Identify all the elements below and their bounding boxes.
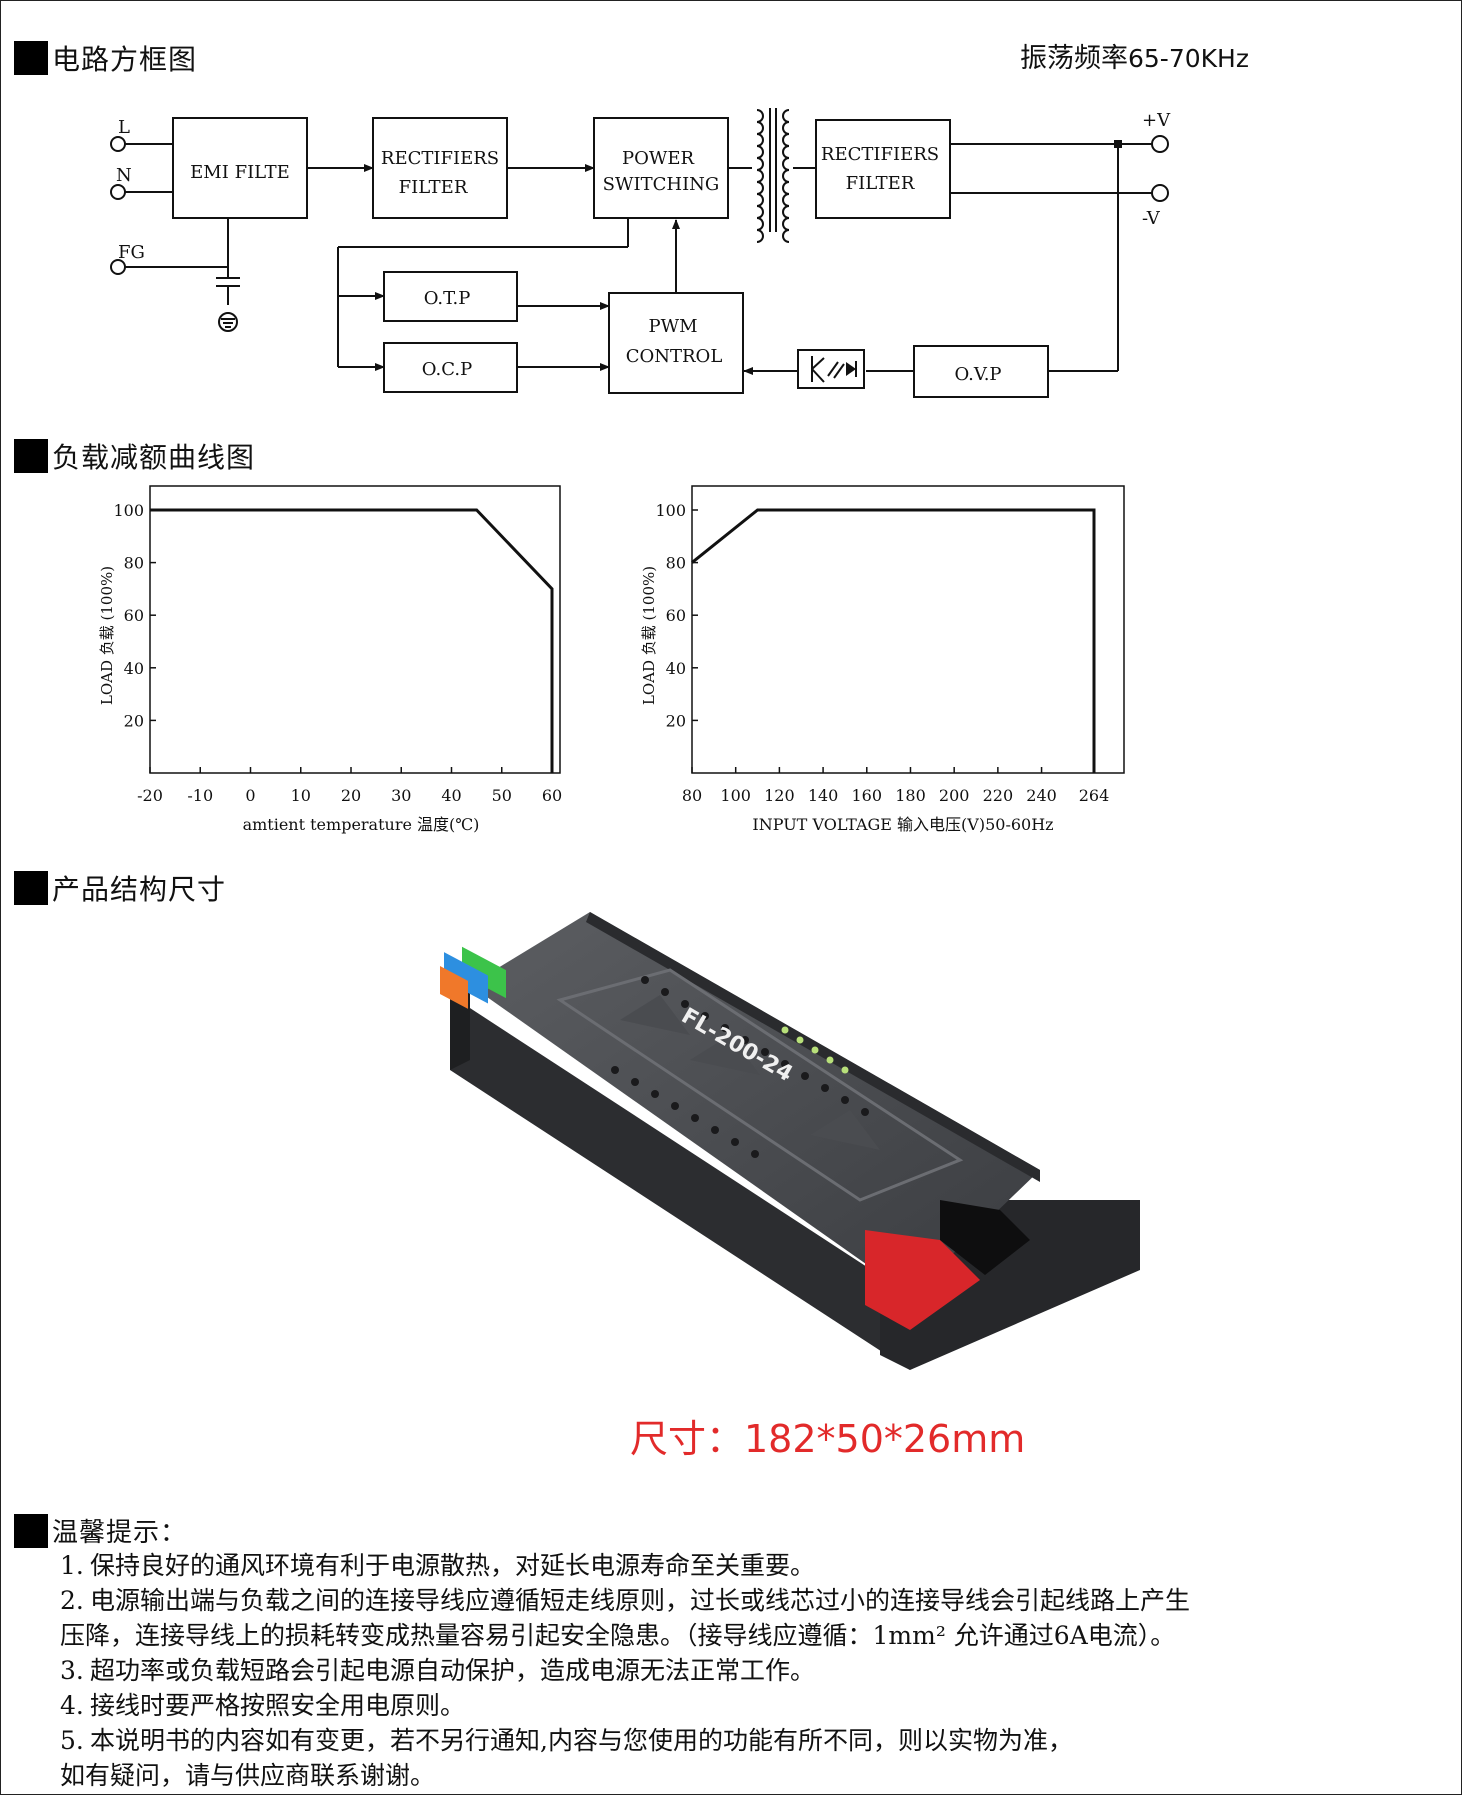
tip-item: 1.保持良好的通风环境有利于电源散热，对延长电源寿命至关重要。	[60, 1551, 816, 1580]
plot-area	[149, 485, 561, 774]
y-tick-label: 40	[124, 659, 144, 678]
input-connector-orange-icon	[440, 957, 468, 1009]
y-tick-label: 20	[124, 711, 144, 730]
x-tick-label: 140	[808, 786, 839, 805]
terminal-neg-icon	[1151, 184, 1169, 202]
terminal-l-label: L	[118, 117, 130, 138]
tips-list: 1.保持良好的通风环境有利于电源散热，对延长电源寿命至关重要。 2.电源输出端与…	[60, 1548, 1440, 1793]
y-tick-label: 80	[124, 554, 144, 573]
section-marker-icon	[14, 871, 48, 905]
output-connector-red-icon	[865, 1230, 980, 1330]
y-tick-label: 80	[666, 554, 686, 573]
terminal-fg-label: FG	[118, 242, 145, 263]
tip-item-continuation: 压降，连接导线上的损耗转变成热量容易引起安全隐患。（接导线应遵循：1mm² 允许…	[60, 1621, 1176, 1650]
section-structure: 产品结构尺寸	[14, 868, 226, 908]
x-tick-label: 30	[391, 786, 411, 805]
input-connector-blue-icon	[444, 952, 488, 1004]
otp-block	[383, 271, 518, 322]
x-tick-label: 50	[492, 786, 512, 805]
x-axis-label: amtient temperature 温度(℃)	[243, 815, 480, 834]
derating-curve	[150, 508, 554, 773]
x-tick-label: 240	[1026, 786, 1057, 805]
tip-item-continuation: 如有疑问，请与供应商联系谢谢。	[60, 1761, 436, 1790]
ocp-label: O.C.P	[422, 359, 472, 380]
oscillation-frequency: 振荡频率65-70KHz	[1020, 36, 1249, 75]
section-title: 负载减额曲线图	[52, 441, 256, 474]
terminal-neg-label: -V	[1142, 208, 1161, 229]
x-tick-label: 100	[720, 786, 751, 805]
input-connector-green-icon	[462, 946, 506, 999]
y-axis-label: LOAD 负载 (100%)	[98, 566, 116, 705]
section-marker-icon	[14, 41, 48, 75]
section-marker-icon	[14, 1513, 48, 1548]
rectifier-input-label-a: RECTIFIERS	[381, 148, 499, 169]
ovp-label: O.V.P	[954, 364, 1001, 385]
derating-curve	[691, 508, 1096, 773]
rectifier-output-label-a: RECTIFIERS	[821, 144, 939, 165]
y-tick-label: 20	[666, 711, 686, 730]
y-tick-label: 40	[666, 659, 686, 678]
section-derating: 负载减额曲线图	[14, 436, 255, 476]
x-tick-label: 220	[983, 786, 1014, 805]
y-axis-label: LOAD 负载 (100%)	[640, 566, 658, 705]
x-tick-label: 10	[291, 786, 311, 805]
emi-filter-label: EMI FILTE	[190, 162, 290, 183]
power-switching-label-b: SWITCHING	[603, 174, 720, 195]
section-title: 产品结构尺寸	[52, 873, 227, 906]
power-switching-label-a: POWER	[622, 148, 695, 169]
x-tick-label: 40	[441, 786, 461, 805]
pwm-label-b: CONTROL	[626, 346, 723, 367]
y-tick-label: 100	[113, 501, 144, 520]
section-block-diagram: 电路方框图	[14, 38, 197, 78]
section-title: 温馨提示：	[52, 1518, 188, 1548]
section-tips: 温馨提示：	[14, 1512, 187, 1549]
x-tick-label: 120	[764, 786, 795, 805]
x-tick-label: 180	[895, 786, 926, 805]
frequency-value: 65-70KHz	[1128, 44, 1249, 73]
plot-area	[691, 485, 1125, 774]
y-tick-label: 100	[655, 501, 686, 520]
x-tick-label: 200	[939, 786, 970, 805]
terminal-l-icon	[110, 136, 126, 152]
terminal-n-icon	[110, 184, 126, 200]
terminal-pos-label: +V	[1142, 110, 1171, 131]
optocoupler-icon	[797, 349, 865, 389]
block-diagram: L N FG EMI FILTE RECTIFIERS FILTER POWER…	[110, 108, 1171, 398]
derating-chart-temperature: 20 40 60 80 100 -20 -10 0 10 20 30 40 50 60 amtient te…	[98, 485, 562, 834]
rectifier-filter-output-block	[815, 119, 951, 219]
section-marker-icon	[14, 439, 48, 473]
derating-chart-voltage: 20 40 60 80 100 80 100 120 140 160 180 200 220 240 264…	[640, 485, 1125, 834]
product-size: 尺寸：182*50*26mm	[630, 1417, 1026, 1461]
otp-label: O.T.P	[424, 288, 471, 309]
tip-item: 5.本说明书的内容如有变更，若不另行通知,内容与您使用的功能有所不同，则以实物为…	[60, 1726, 1073, 1755]
rectifier-output-label-b: FILTER	[846, 173, 915, 194]
rectifier-input-label-b: FILTER	[399, 177, 468, 198]
x-tick-label: 60	[542, 786, 562, 805]
x-tick-label: -10	[187, 786, 213, 805]
x-tick-label: 264	[1079, 786, 1110, 805]
y-tick-label: 60	[666, 606, 686, 625]
pwm-label-a: PWM	[648, 316, 697, 337]
y-tick-label: 60	[124, 606, 144, 625]
x-tick-label: -20	[137, 786, 163, 805]
terminal-pos-icon	[1151, 135, 1169, 153]
output-connector-black-icon	[940, 1200, 1030, 1275]
section-title: 电路方框图	[52, 43, 198, 76]
x-tick-label: 160	[852, 786, 883, 805]
pwm-control-block	[608, 292, 744, 394]
tip-item: 4.接线时要严格按照安全用电原则。	[60, 1691, 466, 1720]
x-tick-label: 20	[341, 786, 361, 805]
tip-item: 3.超功率或负载短路会引起电源自动保护，造成电源无法正常工作。	[60, 1656, 816, 1685]
terminal-n-label: N	[116, 165, 132, 186]
frequency-label: 振荡频率	[1020, 43, 1128, 74]
ground-icon	[218, 312, 238, 332]
x-tick-label: 0	[245, 786, 255, 805]
x-axis-label: INPUT VOLTAGE 输入电压(V)50-60Hz	[752, 815, 1053, 834]
x-tick-label: 80	[682, 786, 702, 805]
transformer-icon	[756, 108, 790, 243]
tip-item: 2.电源输出端与负载之间的连接导线应遵循短走线原则，过长或线芯过小的连接导线会引…	[60, 1586, 1191, 1615]
product-image: FL-200-24	[440, 912, 1140, 1370]
